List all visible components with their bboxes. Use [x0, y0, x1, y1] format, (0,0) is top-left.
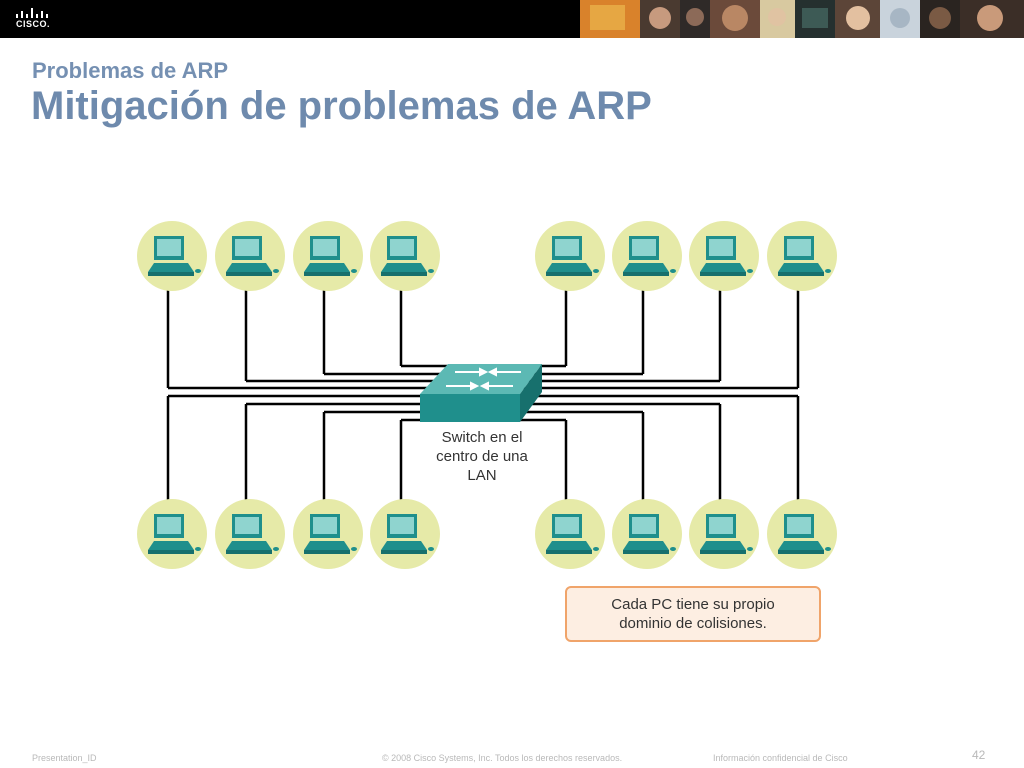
pc-group — [137, 221, 837, 569]
pc-icon — [612, 221, 682, 291]
footer-copyright: © 2008 Cisco Systems, Inc. Todos los der… — [382, 753, 623, 763]
footer-presentation-id: Presentation_ID — [32, 753, 97, 763]
pc-icon — [535, 499, 605, 569]
people-photo-strip — [580, 0, 1024, 38]
pc-icon — [293, 499, 363, 569]
cisco-logo-text: CISCO. — [16, 19, 51, 29]
pc-icon — [370, 499, 440, 569]
footer-confidential: Información confidencial de Cisco — [713, 753, 848, 763]
pc-icon — [293, 221, 363, 291]
pc-icon — [215, 221, 285, 291]
pc-icon — [689, 499, 759, 569]
pc-icon — [767, 221, 837, 291]
pc-icon — [612, 499, 682, 569]
pc-icon — [215, 499, 285, 569]
pc-icon — [370, 221, 440, 291]
top-banner: CISCO. — [0, 0, 1024, 38]
pc-icon — [137, 499, 207, 569]
pc-icon — [535, 221, 605, 291]
pc-icon — [767, 499, 837, 569]
slide-title: Mitigación de problemas de ARP — [31, 84, 652, 128]
page-number: 42 — [972, 748, 986, 762]
pc-icon — [137, 221, 207, 291]
cisco-logo-icon — [16, 8, 48, 18]
switch-icon — [420, 364, 542, 422]
collision-domain-note: Cada PC tiene su propio dominio de colis… — [565, 586, 821, 642]
switch-label: Switch en el centro de una LAN — [436, 429, 528, 484]
slide-subtitle: Problemas de ARP — [32, 58, 229, 83]
pc-icon — [689, 221, 759, 291]
